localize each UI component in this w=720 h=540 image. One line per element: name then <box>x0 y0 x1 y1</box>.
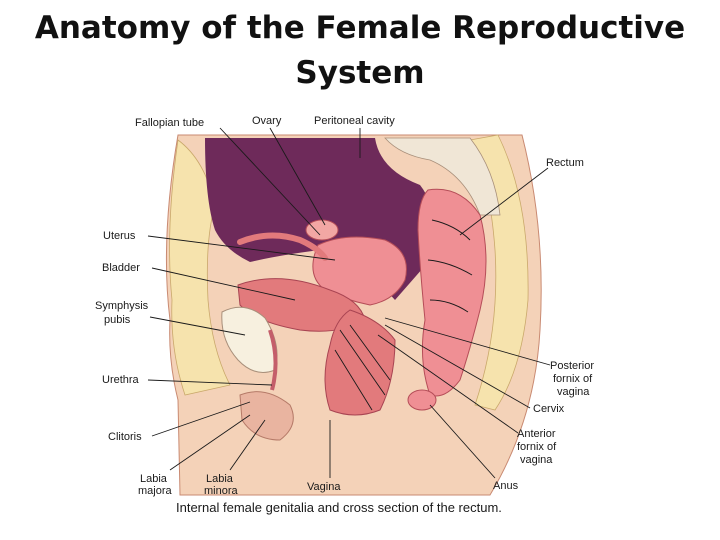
label-posterior-fornix-1: Posterior <box>550 360 594 372</box>
label-labia-minora-1: Labia <box>206 473 234 485</box>
label-clitoris: Clitoris <box>108 431 142 443</box>
label-rectum: Rectum <box>546 157 584 169</box>
label-urethra: Urethra <box>102 374 140 386</box>
label-peritoneal-cavity: Peritoneal cavity <box>314 115 395 127</box>
label-anterior-fornix-2: fornix of <box>517 441 557 453</box>
label-anterior-fornix-1: Anterior <box>517 428 556 440</box>
label-cervix: Cervix <box>533 403 565 415</box>
label-posterior-fornix-3: vagina <box>557 386 590 398</box>
label-labia-minora-2: minora <box>204 485 239 497</box>
label-uterus: Uterus <box>103 230 136 242</box>
label-symphysis: Symphysis <box>95 300 149 312</box>
figure-caption: Internal female genitalia and cross sect… <box>176 500 502 515</box>
label-ovary: Ovary <box>252 115 282 127</box>
label-labia-majora-1: Labia <box>140 473 168 485</box>
label-anterior-fornix-3: vagina <box>520 454 553 466</box>
illustration <box>166 135 541 495</box>
label-pubis: pubis <box>104 314 131 326</box>
label-vagina: Vagina <box>307 481 341 493</box>
label-bladder: Bladder <box>102 262 140 274</box>
label-posterior-fornix-2: fornix of <box>553 373 593 385</box>
label-anus: Anus <box>493 480 519 492</box>
label-labia-majora-2: majora <box>138 485 173 497</box>
ovary-organ <box>306 220 338 240</box>
label-fallopian-tube: Fallopian tube <box>135 117 204 129</box>
